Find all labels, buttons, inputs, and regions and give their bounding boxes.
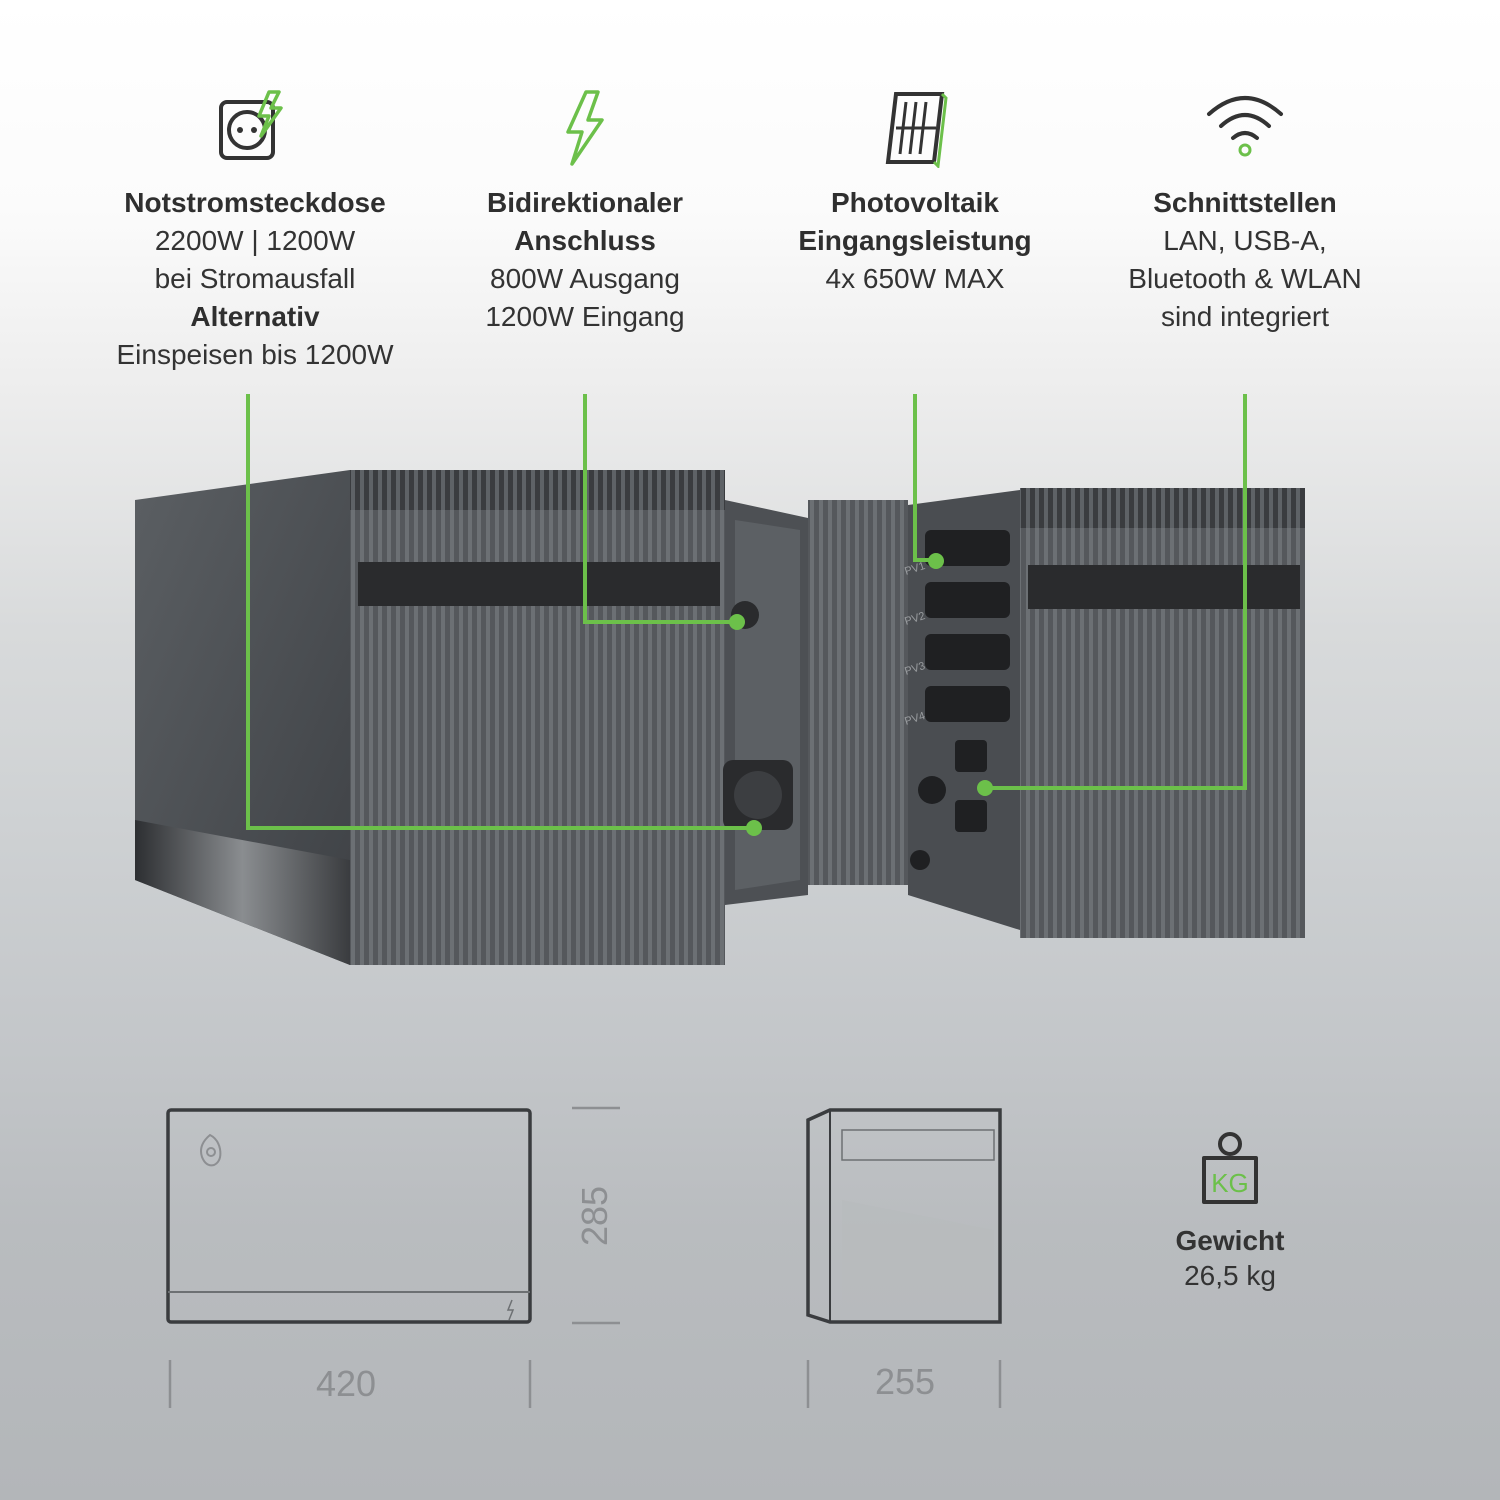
feature-line: bei Stromausfall — [154, 263, 356, 294]
socket-lightning-icon — [215, 88, 295, 173]
depth-label: 255 — [875, 1361, 936, 1402]
callout-lines — [246, 394, 1247, 830]
lan-port — [955, 740, 987, 772]
feature-title: Anschluss — [514, 225, 656, 256]
weight-title: Gewicht — [1175, 1225, 1285, 1256]
callout-dots — [729, 553, 993, 836]
feature-title: Schnittstellen — [1153, 187, 1337, 218]
front-view-drawing — [166, 1108, 532, 1324]
weight-info: KG Gewicht 26,5 kg — [1120, 1125, 1340, 1295]
feature-title: Bidirektionaler — [486, 187, 684, 218]
feature-line: sind integriert — [1160, 301, 1330, 332]
feature-subtitle: Alternativ — [190, 301, 320, 332]
feature-line: 4x 650W MAX — [825, 263, 1005, 294]
callout-line-notstrom — [246, 394, 752, 830]
feature-line: 1200W Eingang — [485, 301, 685, 332]
weight-value: 26,5 kg — [1184, 1260, 1276, 1291]
callout-line-bidirektional — [583, 394, 736, 624]
left-unit — [135, 470, 808, 965]
weight-kg-icon: KG — [1198, 1130, 1262, 1213]
feature-line: 2200W | 1200W — [154, 225, 356, 256]
side-view-drawing — [806, 1108, 1002, 1324]
right-unit — [808, 488, 1305, 938]
pv-ports — [925, 530, 1010, 722]
lightning-icon — [560, 88, 610, 173]
solar-panel-icon — [880, 88, 950, 173]
feature-title: Eingangsleistung — [798, 225, 1032, 256]
width-label: 420 — [316, 1363, 377, 1404]
feature-title: Notstromsteckdose — [124, 187, 386, 218]
height-label: 285 — [574, 1185, 616, 1247]
wifi-icon — [1203, 88, 1287, 163]
dimension-markers — [168, 1106, 1002, 1408]
feature-line: 800W Ausgang — [490, 263, 680, 294]
feature-line: LAN, USB-A, — [1163, 225, 1327, 256]
usb-port — [955, 800, 987, 832]
feature-line: Einspeisen bis 1200W — [116, 339, 394, 370]
feature-title: Photovoltaik — [830, 187, 999, 218]
weight-kg-text: KG — [1211, 1168, 1249, 1198]
feature-line: Bluetooth & WLAN — [1128, 263, 1362, 294]
callout-line-schnittstellen — [985, 394, 1247, 790]
